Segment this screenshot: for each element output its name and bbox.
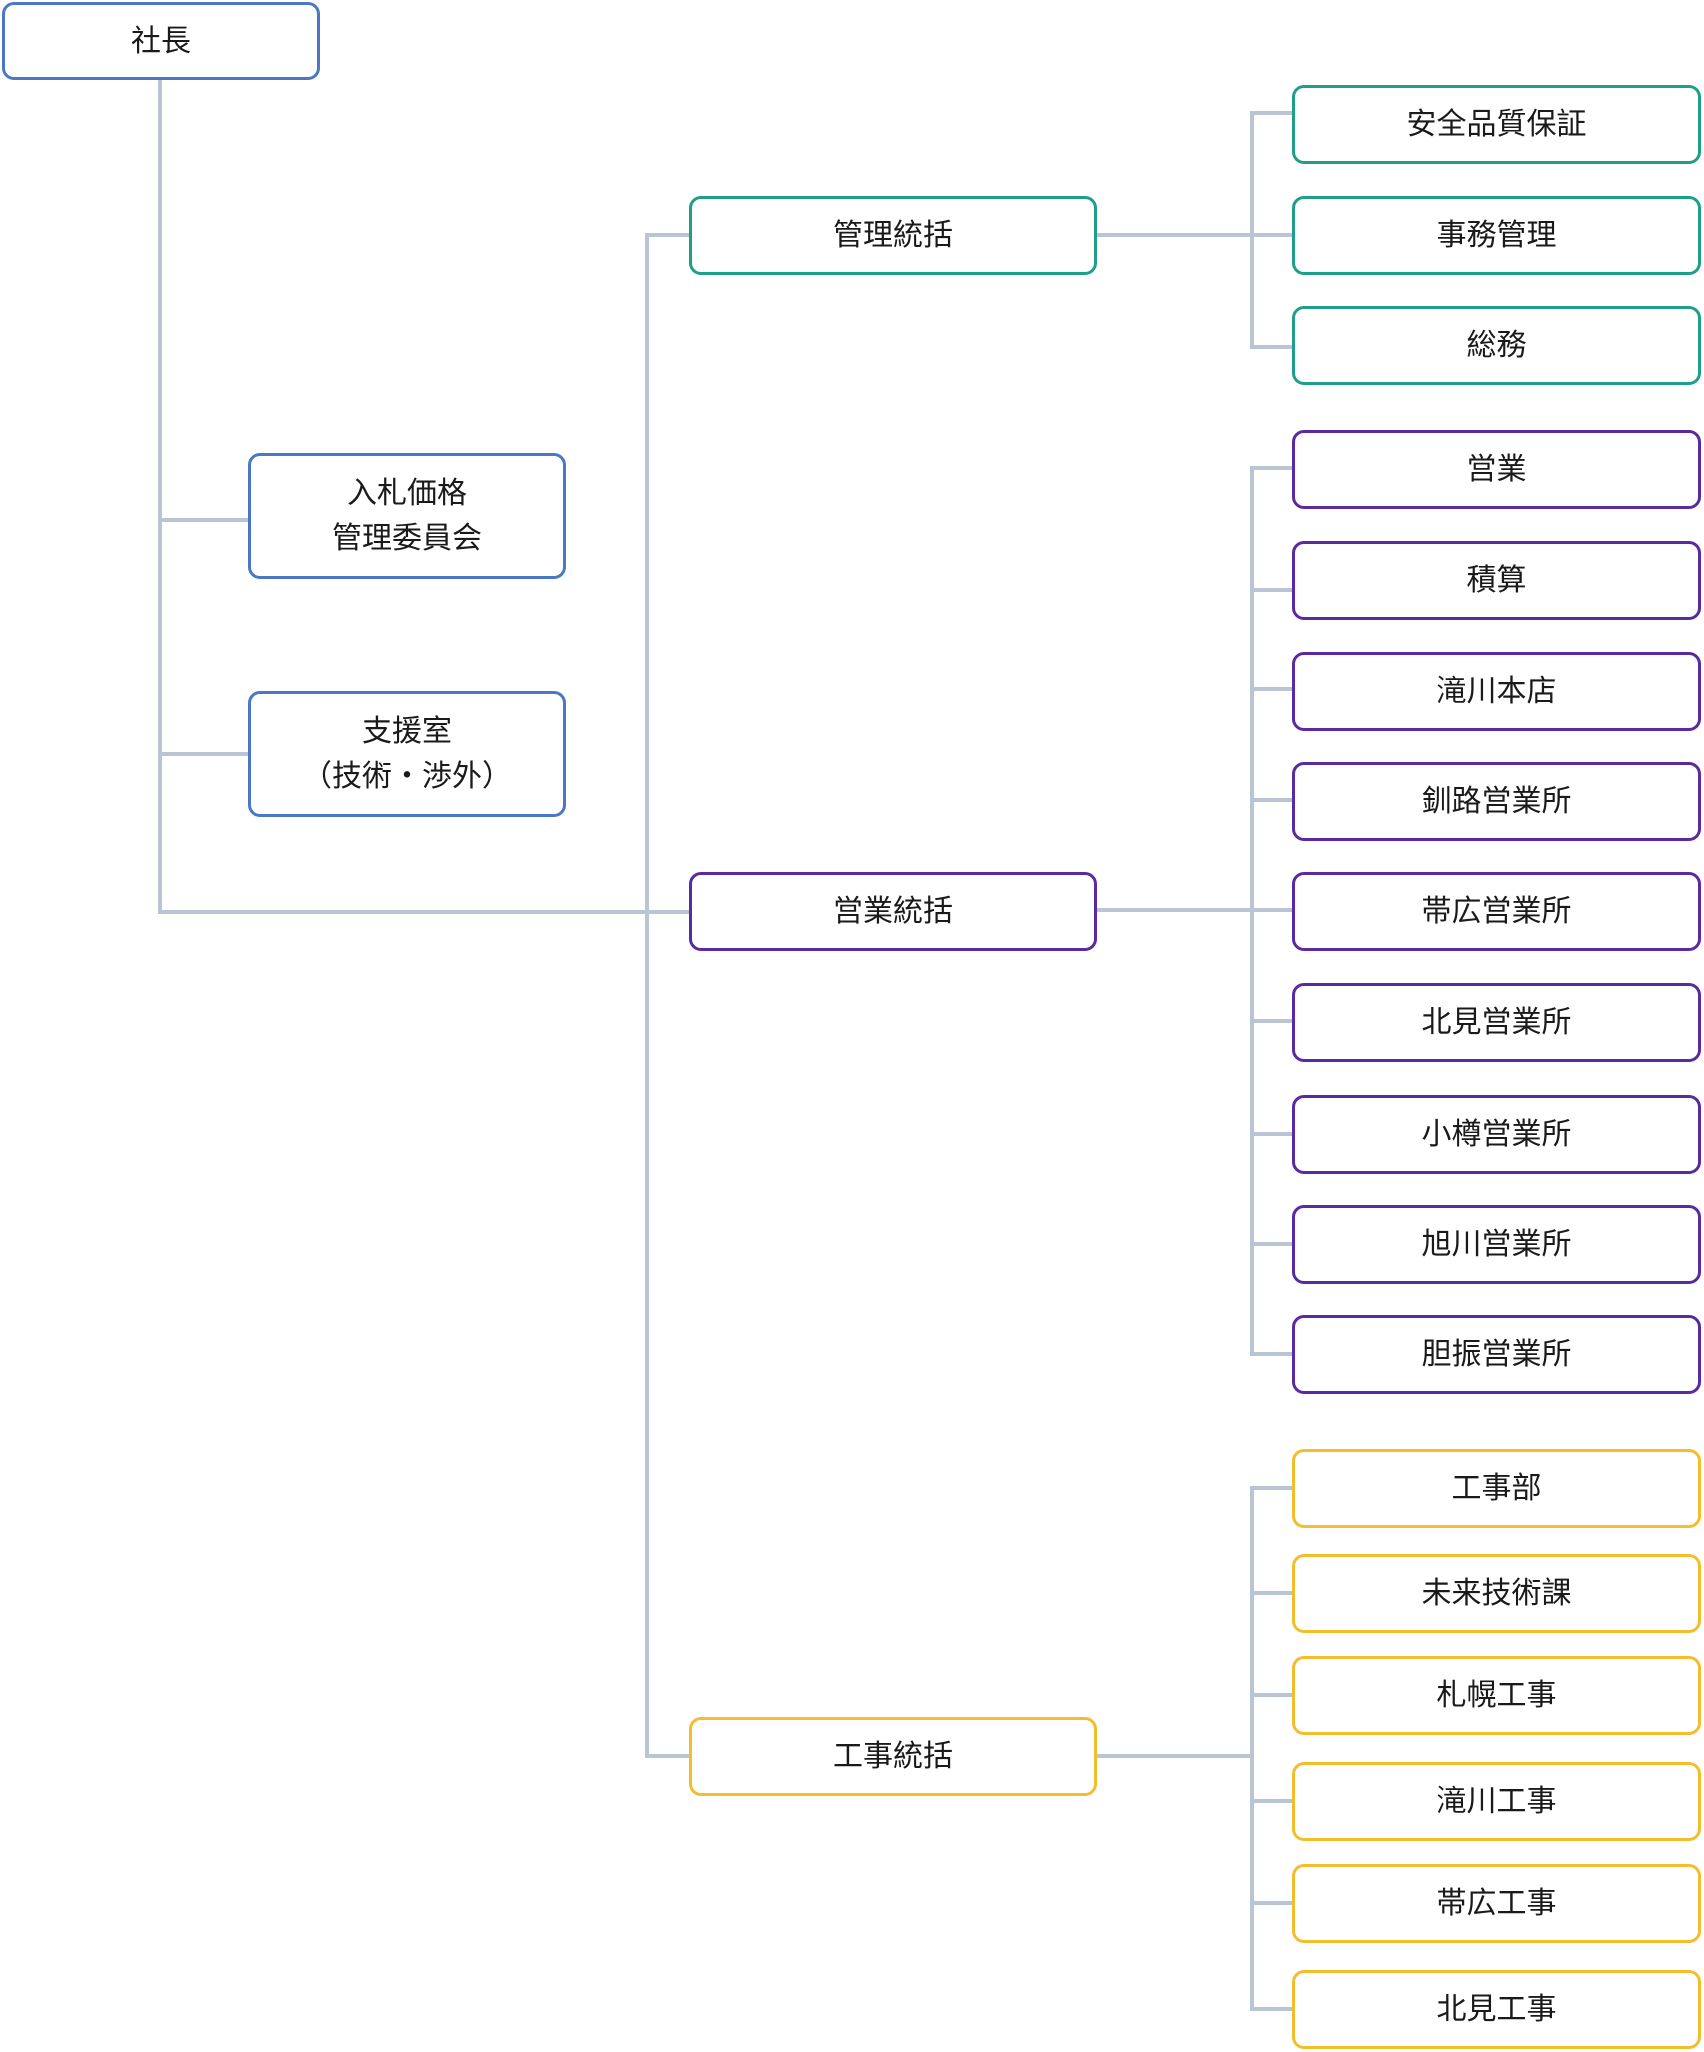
org-node-department: 営業: [1292, 430, 1701, 509]
org-node-department: 事務管理: [1292, 196, 1701, 275]
org-node-division-construction: 工事統括: [689, 1717, 1097, 1796]
org-node-department: 滝川工事: [1292, 1762, 1701, 1841]
org-node-division-sales: 営業統括: [689, 872, 1097, 951]
org-node-department: 工事部: [1292, 1449, 1701, 1528]
org-node-bid-committee: 入札価格 管理委員会: [248, 453, 566, 579]
org-node-department: 小樽営業所: [1292, 1095, 1701, 1174]
org-node-department: 北見営業所: [1292, 983, 1701, 1062]
org-node-department: 未来技術課: [1292, 1554, 1701, 1633]
org-node-division-admin: 管理統括: [689, 196, 1097, 275]
org-node-president: 社長: [2, 2, 320, 80]
org-node-department: 釧路営業所: [1292, 762, 1701, 841]
org-node-department: 札幌工事: [1292, 1656, 1701, 1735]
org-node-department: 安全品質保証: [1292, 85, 1701, 164]
org-node-department: 胆振営業所: [1292, 1315, 1701, 1394]
org-node-department: 総務: [1292, 306, 1701, 385]
org-node-department: 帯広工事: [1292, 1864, 1701, 1943]
org-node-department: 積算: [1292, 541, 1701, 620]
org-node-department: 北見工事: [1292, 1970, 1701, 2049]
org-node-department: 滝川本店: [1292, 652, 1701, 731]
org-node-department: 帯広営業所: [1292, 872, 1701, 951]
org-node-department: 旭川営業所: [1292, 1205, 1701, 1284]
org-node-support-office: 支援室 （技術・渉外）: [248, 691, 566, 817]
